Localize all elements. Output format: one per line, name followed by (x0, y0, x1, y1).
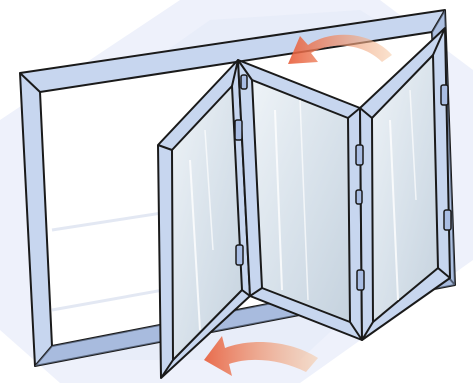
hinge-icon (356, 190, 362, 204)
hinge-icon (236, 245, 243, 265)
folding-panel-middle (238, 60, 362, 340)
hinge-icon (241, 75, 247, 89)
hinge-icon (441, 85, 448, 105)
hinge-icon (444, 210, 451, 230)
hinge-icon (356, 145, 363, 165)
hinge-icon (235, 120, 242, 140)
hinge-icon (357, 270, 364, 290)
